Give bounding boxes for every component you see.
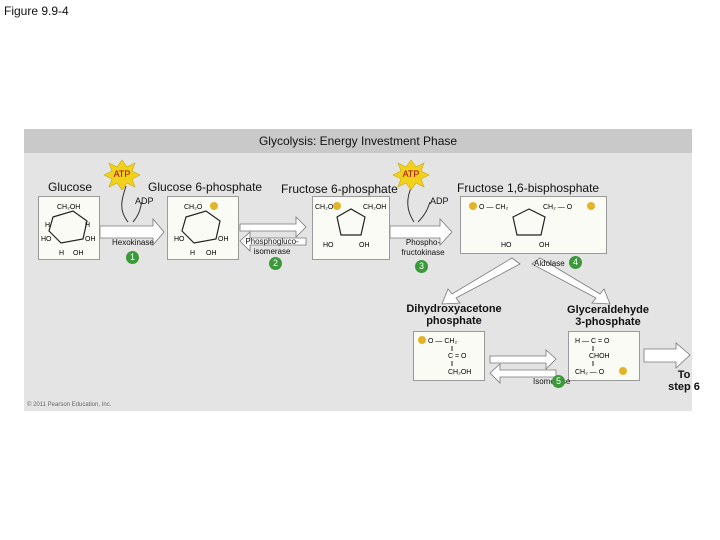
svg-text:HO: HO: [174, 236, 185, 243]
svg-text:CH₂OH: CH₂OH: [363, 204, 386, 211]
svg-text:H: H: [59, 250, 64, 257]
svg-text:CH₂ — O: CH₂ — O: [575, 369, 605, 376]
arrow-step1: [99, 217, 165, 247]
arrow-step2-reverse: [239, 231, 307, 252]
atp-star-2: [392, 159, 430, 191]
label-glucose-6-phosphate: Glucose 6-phosphate: [148, 180, 263, 194]
label-fructose-1-6-bisphosphate: Fructose 1,6-bisphosphate: [457, 181, 600, 195]
arrow-step4-right: [531, 257, 611, 305]
step-5-badge: 5: [552, 375, 565, 388]
svg-text:CH₂OH: CH₂OH: [448, 369, 471, 376]
svg-text:OH: OH: [218, 236, 229, 243]
enzyme-phosphoglucoisomerase: Phosphogluco- isomerase: [245, 237, 299, 256]
svg-text:H: H: [190, 250, 195, 257]
svg-text:OH: OH: [73, 250, 84, 257]
arrow-step5-reverse: [489, 363, 557, 384]
svg-text:OH: OH: [206, 250, 217, 257]
arrow-step5-forward: [489, 349, 557, 370]
adp-curve-step1: [132, 201, 143, 223]
label-fructose-6-phosphate: Fructose 6-phosphate: [281, 182, 398, 196]
fructose-1-6-bisphosphate-structure: O — CH₂ CH₂ — O HO OH: [460, 196, 607, 254]
atp-curve-step3: [407, 185, 415, 223]
svg-text:OH: OH: [85, 236, 96, 243]
svg-text:O — CH₂: O — CH₂: [479, 204, 508, 211]
step-1-badge: 1: [126, 251, 139, 264]
glyceraldehyde-3-phosphate-structure: H — C = O CHOH CH₂ — O: [568, 331, 640, 381]
label-glyceraldehyde-3-phosphate: Glyceraldehyde 3-phosphate: [567, 304, 649, 328]
svg-text:CH₂O: CH₂O: [315, 204, 334, 211]
atp-label-1: ATP: [113, 169, 131, 179]
fructose-6-phosphate-structure: CH₂O CH₂OH HO OH: [312, 196, 390, 260]
step-4-badge: 4: [569, 256, 582, 269]
panel-header: Glycolysis: Energy Investment Phase: [24, 129, 692, 153]
arrow-step3: [389, 217, 453, 247]
arrow-step4-left: [441, 257, 521, 305]
dihydroxyacetone-phosphate-structure: O — CH₂ C = O CH₂OH: [413, 331, 485, 381]
label-dihydroxyacetone-phosphate: Dihydroxyacetone phosphate: [406, 303, 502, 327]
adp-label-2: ADP: [430, 196, 449, 206]
svg-text:H: H: [85, 222, 90, 229]
glucose-6-phosphate-structure: CH₂O HO OH H OH: [167, 196, 239, 260]
svg-text:CH₂O: CH₂O: [184, 204, 203, 211]
svg-text:H — C = O: H — C = O: [575, 338, 610, 345]
figure-label: Figure 9.9-4: [4, 4, 69, 18]
svg-text:HO: HO: [41, 236, 52, 243]
svg-text:CHOH: CHOH: [589, 353, 610, 360]
svg-text:CH₂ — O: CH₂ — O: [543, 204, 573, 211]
svg-text:OH: OH: [359, 242, 370, 249]
arrow-step2-forward: [239, 216, 307, 238]
atp-curve-step1: [121, 185, 129, 223]
atp-star-1: [103, 159, 141, 191]
atp-label-2: ATP: [402, 169, 420, 179]
enzyme-hexokinase: Hexokinase: [112, 238, 154, 247]
copyright: © 2011 Pearson Education, Inc.: [27, 402, 112, 408]
step-2-badge: 2: [269, 257, 282, 270]
enzyme-isomerase: Isomerase: [533, 377, 570, 387]
svg-text:O — CH₂: O — CH₂: [428, 338, 457, 345]
svg-text:CH₂OH: CH₂OH: [57, 204, 80, 211]
svg-text:OH: OH: [539, 242, 550, 249]
svg-text:H: H: [45, 222, 50, 229]
svg-text:HO: HO: [323, 242, 334, 249]
label-glucose: Glucose: [48, 180, 93, 194]
adp-label-1: ADP: [135, 196, 154, 206]
svg-text:C = O: C = O: [448, 353, 467, 360]
glucose-structure: CH₂OH H H HO OH H OH: [38, 196, 100, 260]
to-step-6-label: To step 6: [668, 369, 700, 393]
adp-curve-step3: [417, 201, 431, 223]
enzyme-aldolase: Aldolase: [534, 259, 565, 268]
svg-text:HO: HO: [501, 242, 512, 249]
arrow-to-step6: [643, 342, 691, 369]
enzyme-phosphofructokinase: Phospho- fructokinase: [401, 238, 445, 257]
step-3-badge: 3: [415, 260, 428, 273]
